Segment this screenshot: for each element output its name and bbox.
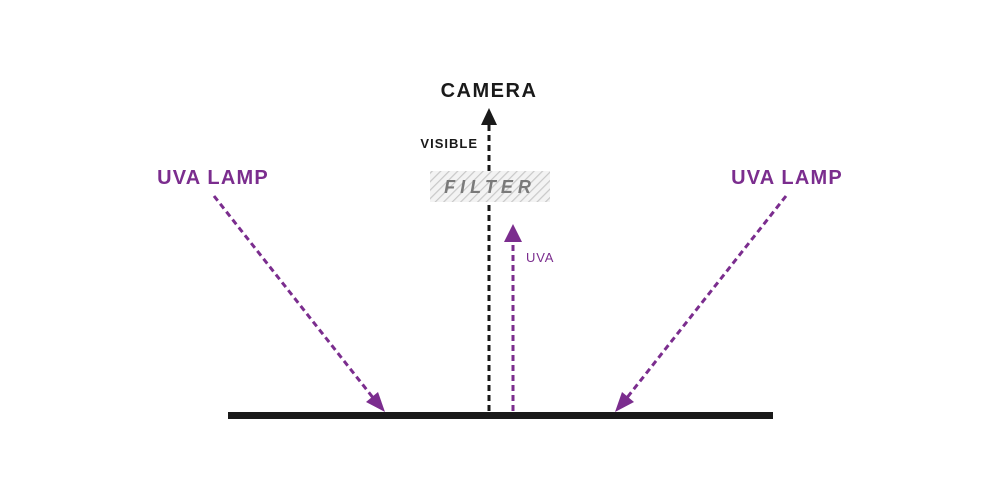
- camera-label: CAMERA: [441, 80, 538, 102]
- uva-lamp-left-arrowhead: [366, 392, 385, 412]
- filter-box: FILTER: [430, 171, 550, 202]
- uva-reflected-arrowhead: [504, 224, 522, 242]
- uva-label: UVA: [526, 250, 554, 265]
- filter-label: FILTER: [444, 177, 536, 197]
- uva-lamp-right-beam: [624, 195, 788, 400]
- uva-lamp-left-label: UVA LAMP: [157, 167, 269, 189]
- uva-lamp-right-arrowhead: [615, 392, 634, 412]
- surface-line: [228, 412, 773, 419]
- uva-lamp-left-beam: [212, 195, 376, 400]
- camera-arrowhead: [481, 108, 497, 125]
- visible-label: VISIBLE: [420, 136, 478, 151]
- uva-lamp-right-label: UVA LAMP: [731, 167, 843, 189]
